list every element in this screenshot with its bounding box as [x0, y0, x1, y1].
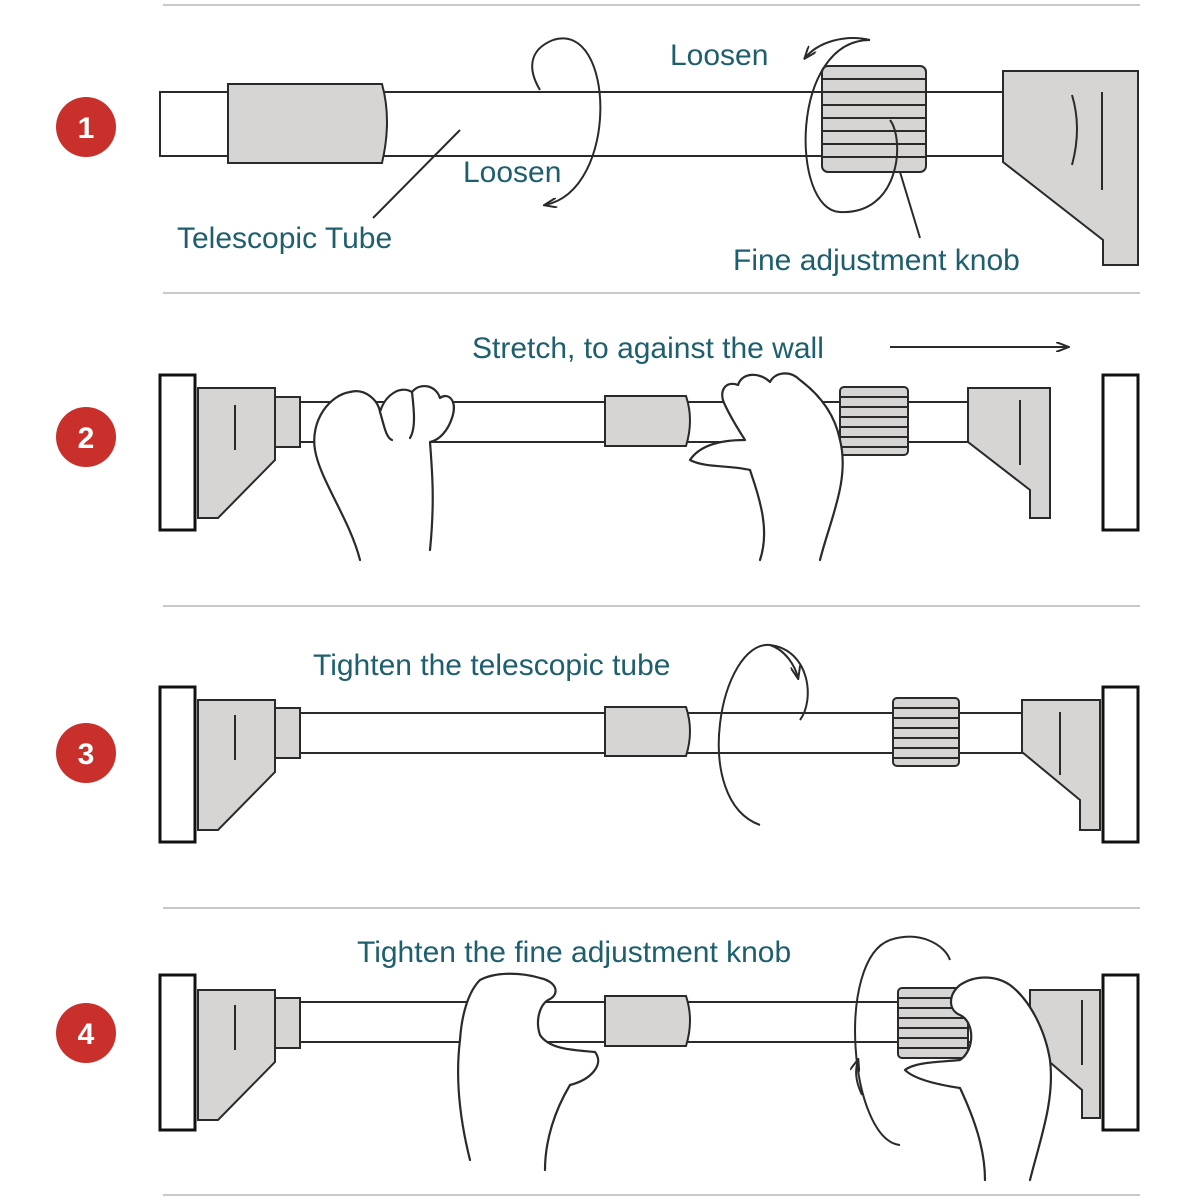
step-1-end-bracket: [1002, 70, 1139, 266]
step-4-left-wall: [158, 973, 197, 1132]
step-1-number: 1: [78, 112, 95, 145]
step-1-loosen-tube-label: Loosen: [463, 156, 561, 189]
step-4-tighten-knob-label: Tighten the fine adjustment knob: [357, 936, 791, 969]
step-2-number: 2: [78, 422, 95, 455]
step-1-knob-leader: [899, 171, 921, 239]
step-4-badge: 4: [56, 1003, 116, 1063]
step-3-fine-adjustment-knob: [892, 697, 960, 767]
step-2-left-hand: [313, 384, 455, 562]
step-1-sleeve: [227, 83, 388, 164]
step-2-fine-adjustment-knob: [839, 386, 909, 456]
step-3-left-bracket: [197, 699, 276, 831]
step-3-tighten-arc: [717, 643, 809, 826]
step-4-tighten-arc: [854, 939, 901, 1146]
step-1: 1 Telescopic Tube Loosen: [56, 37, 1139, 277]
step-2-stretch-label: Stretch, to against the wall: [472, 332, 824, 365]
step-4: 4 Tighten the fine adjustment knob: [56, 935, 1140, 1182]
step-3: 3 Tighten the telescopic tube: [56, 643, 1140, 844]
step-2-right-hand: [688, 372, 844, 562]
step-2-right-bracket: [967, 387, 1051, 519]
step-1-loosen-knob-label: Loosen: [670, 39, 768, 72]
step-3-tighten-tube-label: Tighten the telescopic tube: [313, 649, 670, 682]
step-2-right-wall: [1101, 373, 1140, 532]
step-1-tube-leader: [372, 129, 461, 219]
step-1-badge: 1: [56, 97, 116, 157]
step-4-number: 4: [78, 1018, 95, 1051]
step-3-badge: 3: [56, 723, 116, 783]
step-2-sleeve: [604, 395, 691, 447]
step-1-loosen-knob-arc: [804, 39, 899, 214]
step-3-left-wall: [158, 685, 197, 844]
step-1-loosen-tube-arc: [545, 37, 602, 205]
step-2-left-wall: [158, 373, 197, 532]
step-2-left-bracket: [197, 387, 276, 519]
step-3-right-wall: [1101, 685, 1140, 844]
step-4-sleeve: [604, 995, 691, 1047]
step-1-telescopic-tube-label: Telescopic Tube: [177, 222, 392, 255]
step-4-right-hand: [903, 976, 1053, 1182]
step-4-left-bracket: [197, 989, 276, 1121]
step-3-sleeve: [604, 706, 691, 757]
step-2: 2 Stretch, to: [56, 332, 1140, 562]
step-1-fine-adjustment-knob: [821, 65, 927, 173]
step-3-number: 3: [78, 738, 95, 771]
step-1-fine-adjustment-knob-label: Fine adjustment knob: [733, 244, 1020, 277]
step-4-left-hand: [456, 972, 600, 1172]
step-4-right-wall: [1101, 973, 1140, 1132]
step-2-badge: 2: [56, 407, 116, 467]
